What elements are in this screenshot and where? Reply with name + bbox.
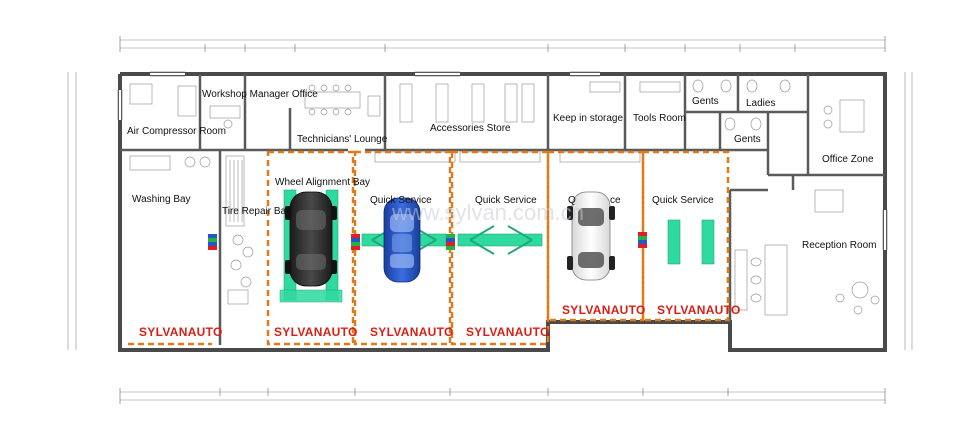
room-label: ce: [610, 195, 621, 206]
scissor-lift: [667, 219, 681, 265]
brand-label: SYLVANAUTO: [274, 325, 358, 339]
room-label: Accessories Store: [430, 123, 511, 134]
brand-label: SYLVANAUTO: [466, 325, 550, 339]
room-label: Gents: [692, 96, 719, 107]
car-white: [567, 191, 615, 281]
room-label: Quick Service: [652, 195, 714, 206]
brand-label: SYLVANAUTO: [562, 303, 646, 317]
room-label: Q: [568, 195, 576, 206]
room-label: Technicians' Lounge: [297, 134, 388, 145]
interior-walls: [120, 74, 885, 345]
room-label: Quick Service: [475, 195, 537, 206]
room-label: Office Zone: [822, 154, 874, 165]
brand-label: SYLVANAUTO: [657, 303, 741, 317]
room-label: Workshop Manager Office: [202, 89, 318, 100]
room-label: Reception Room: [802, 240, 876, 251]
room-label: Air Compressor Room: [127, 126, 226, 137]
room-label: Tire Repair Bay: [222, 206, 291, 217]
room-label: Tools Room: [633, 113, 686, 124]
furniture: [129, 79, 880, 316]
room-label: Gents: [734, 134, 761, 145]
scissor-lift: [701, 219, 715, 265]
room-labels: Air Compressor Room Workshop Manager Off…: [127, 89, 876, 251]
room-label: Quick Service: [370, 195, 432, 206]
window-frames: [117, 71, 888, 250]
room-label: Ladies: [746, 98, 775, 109]
car-black: [285, 191, 337, 287]
two-post-lift: [457, 233, 543, 247]
room-label: Wheel Alignment Bay: [275, 177, 370, 188]
room-label: Washing Bay: [132, 194, 191, 205]
room-label: Keep in storage: [553, 113, 623, 124]
brand-labels: SYLVANAUTO SYLVANAUTO SYLVANAUTO SYLVANA…: [139, 303, 741, 339]
watermark: www.sylvan.com.cn: [391, 200, 584, 225]
car-blue: [383, 197, 421, 283]
windows: [119, 73, 886, 250]
lift-column-markers: [208, 232, 647, 250]
brand-label: SYLVANAUTO: [139, 325, 223, 339]
dimension-lines: [67, 36, 913, 404]
brand-label: SYLVANAUTO: [370, 325, 454, 339]
